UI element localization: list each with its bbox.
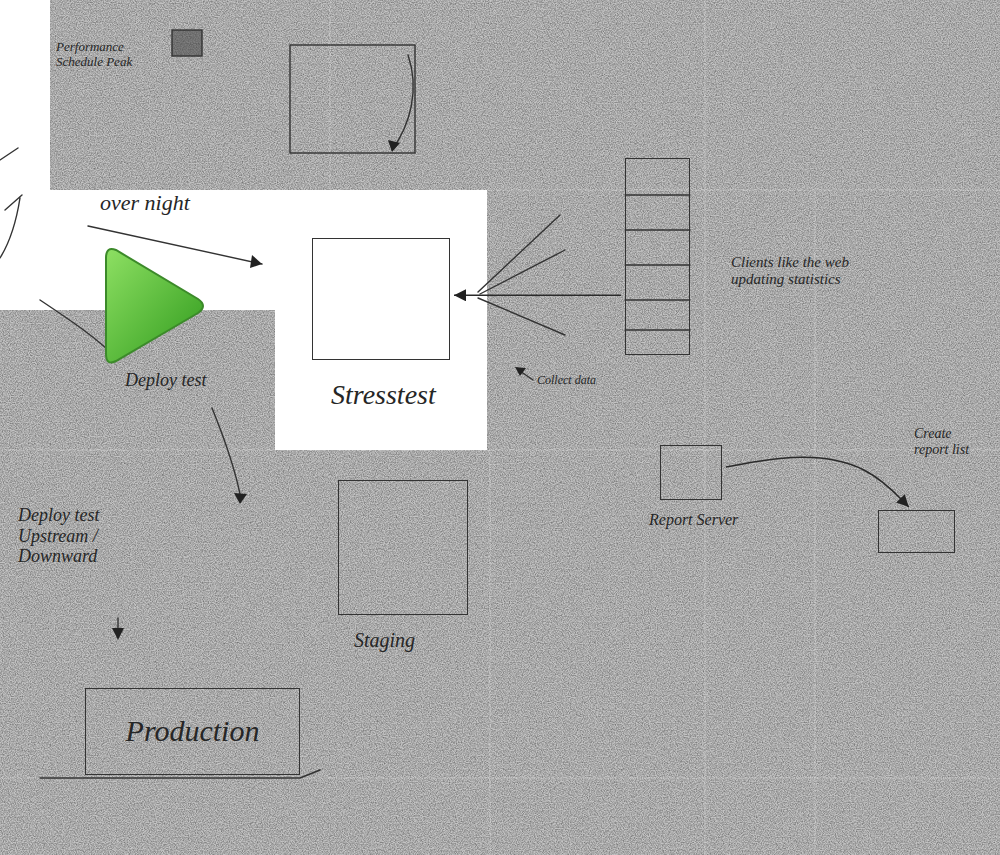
node-label: Production [126,714,260,749]
node-label: Report Server [649,511,739,529]
note-label: over night [100,190,190,215]
node-label: Clients like the web updating statistics [731,254,871,289]
note-label: Performance Schedule Peak [56,40,166,70]
clean-paper-patch [0,0,487,450]
note-label: Deploy test [125,370,206,391]
stress-test-box: Stresstest [312,238,450,360]
report-server-box: Report Server [660,445,722,500]
client-stack: Clients like the web updating statistics [625,158,690,355]
play-button-icon [106,249,203,362]
node-label: Staging [354,629,415,652]
pencil-strokes [0,30,690,778]
production-box: Production [85,688,300,775]
node-label: Stresstest [331,379,436,411]
note-label: Collect data [537,374,597,388]
flow-arrow [454,295,621,297]
flow-arrow [726,457,909,507]
staging-box: Staging [338,480,468,615]
report-box: Create report list [878,510,955,553]
node-label: Create report list [914,426,989,458]
note-label: Deploy test Upstream / Downward [18,505,168,567]
